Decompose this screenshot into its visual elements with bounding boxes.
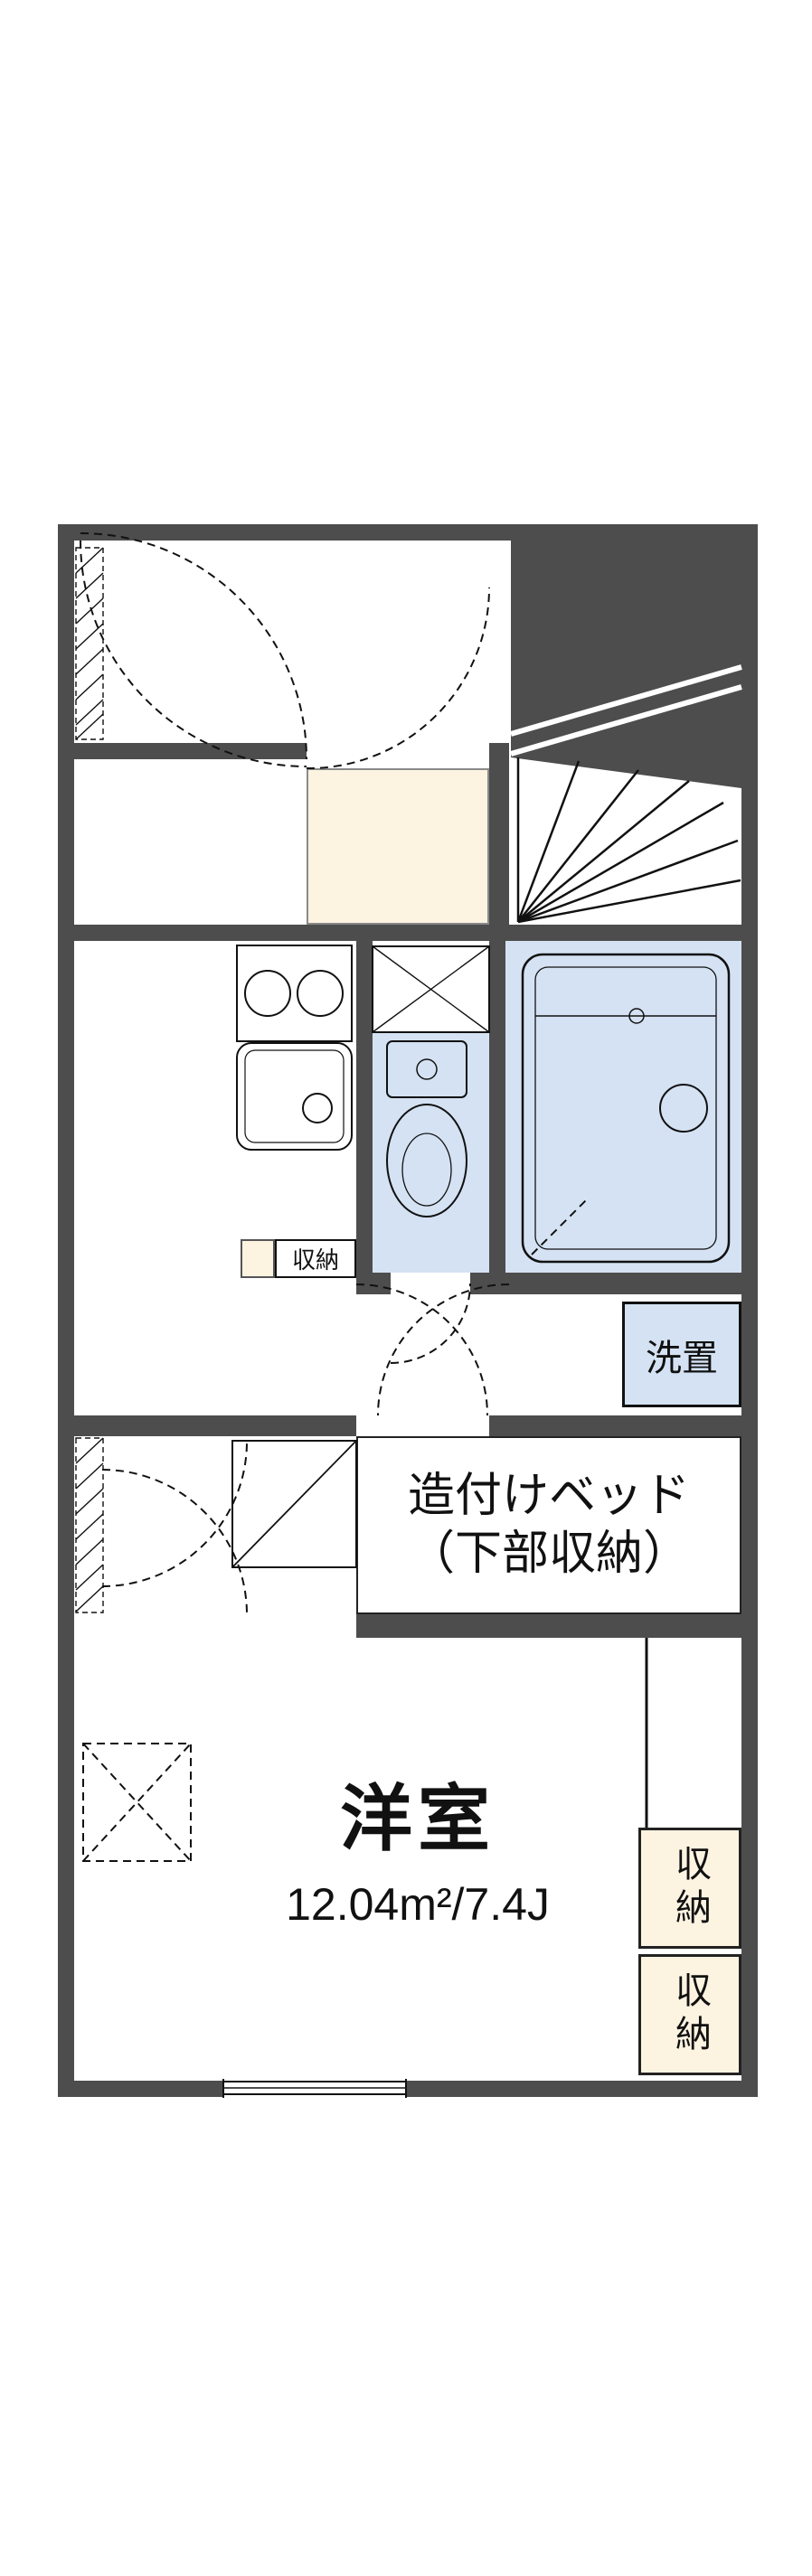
wall-bedsection-right [489, 1415, 758, 1436]
kitchen-sink [236, 1042, 353, 1151]
storage-right-bottom-label: 収納 [670, 1971, 710, 2058]
crossed-box [82, 1743, 192, 1862]
entry-shoe-cabinet [75, 547, 104, 740]
wall-hall-right [470, 1273, 758, 1294]
wall-bed-bottom [356, 1614, 758, 1638]
door-swing-arcs [80, 532, 589, 1615]
corner-shelf [231, 1440, 357, 1568]
main-room-name: 洋室 [201, 1768, 635, 1859]
toilet-bowl [386, 1104, 467, 1217]
stove-top [236, 945, 353, 1042]
wall-genkan-stair [489, 743, 509, 941]
kitchen-unit [236, 945, 353, 1151]
window [222, 2077, 407, 2101]
hall-storage-label: 収納 [291, 1246, 339, 1274]
entry-door-arc-1 [80, 540, 307, 767]
built-in-bed-label-line2: （下部収納） [407, 1527, 690, 1580]
built-in-bed-area: 造付けベッド （下部収納） [356, 1436, 741, 1614]
storage-right-top-box: 収納 [638, 1828, 741, 1949]
bath-faucet [628, 1008, 645, 1024]
toilet-fixture [372, 945, 490, 1217]
bathtub-unit [521, 953, 731, 1264]
wall-toilet-left [356, 941, 373, 1294]
built-in-bed-label-line1: 造付けベッド [407, 1470, 690, 1523]
wall-outer-left [58, 524, 74, 2097]
toilet-door-arc [390, 1283, 471, 1364]
toilet-shelf-box [372, 945, 490, 1033]
hall-storage-tag: 収納 [275, 1239, 356, 1278]
stair-door-arc [306, 587, 490, 770]
stair-treads [516, 757, 741, 924]
stove-burner-right [297, 970, 344, 1017]
washer-space-label: 洗置 [646, 1338, 718, 1378]
hall-door-arc-1 [355, 1283, 488, 1416]
main-room-size: 12.04m²/7.4J [146, 1873, 689, 1936]
wall-toilet-right [489, 941, 505, 1294]
washer-space-box: 洗置 [622, 1302, 741, 1407]
bathtub [521, 953, 731, 1264]
toilet-tank [386, 1040, 467, 1098]
closet-door-arc-2 [101, 1469, 248, 1615]
closet-door-arc-1 [101, 1441, 248, 1587]
storage-right-top-label: 収納 [670, 1845, 710, 1932]
genkan-entry-floor [307, 768, 489, 925]
main-room-name-text: 洋室 [340, 1779, 496, 1859]
wall-hall-left-stub [356, 1273, 391, 1294]
bathroom-floor [505, 941, 741, 1273]
wall-bedsection-left [58, 1415, 356, 1436]
main-room-size-text: 12.04m²/7.4J [286, 1879, 550, 1930]
wall-entry-mid [58, 743, 307, 759]
hall-storage-box [241, 1239, 275, 1278]
stair-upper-flight [511, 541, 741, 788]
closet-cabinet [75, 1437, 104, 1613]
entry-door-arc-2 [80, 532, 307, 760]
wall-outer-top [58, 524, 758, 541]
sink-drain [302, 1093, 333, 1123]
bath-drain [659, 1084, 708, 1133]
wall-outer-right [741, 524, 758, 2097]
wall-entry-bottom [58, 925, 758, 941]
storage-right-bottom-box: 収納 [638, 1954, 741, 2075]
staircase [510, 541, 742, 924]
hall-door-arc-2 [377, 1283, 510, 1416]
stove-burner-left [244, 970, 291, 1017]
toilet-room-floor [373, 1032, 489, 1273]
